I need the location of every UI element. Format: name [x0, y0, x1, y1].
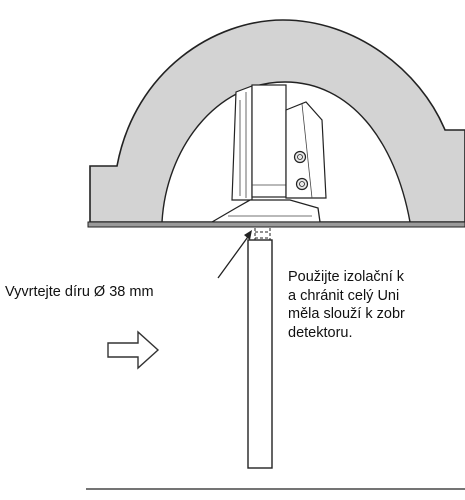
- sampling-pipe: [247, 239, 273, 469]
- instruction-line-1: Použijte izolační k: [288, 269, 405, 285]
- detector-body: [231, 85, 253, 201]
- instruction-line-4: detektoru.: [288, 324, 353, 339]
- instruction-line-2: a chránit celý Uni: [288, 287, 400, 304]
- right-arrow-icon: [107, 330, 160, 370]
- drill-hole-label: Vyvrtejte díru Ø 38 mm: [5, 284, 154, 300]
- screw-top-icon: [293, 150, 307, 164]
- detector-column: [251, 84, 287, 198]
- ceiling-plate: [87, 221, 465, 228]
- detector-side-module: [285, 101, 327, 199]
- instruction-text: Použijte izolační k a chránit celý Uni m…: [288, 268, 465, 338]
- instruction-line-3: měla slouží k zobr: [288, 306, 405, 322]
- leader-arrowhead: [244, 230, 252, 240]
- screw-bottom-icon: [295, 177, 309, 191]
